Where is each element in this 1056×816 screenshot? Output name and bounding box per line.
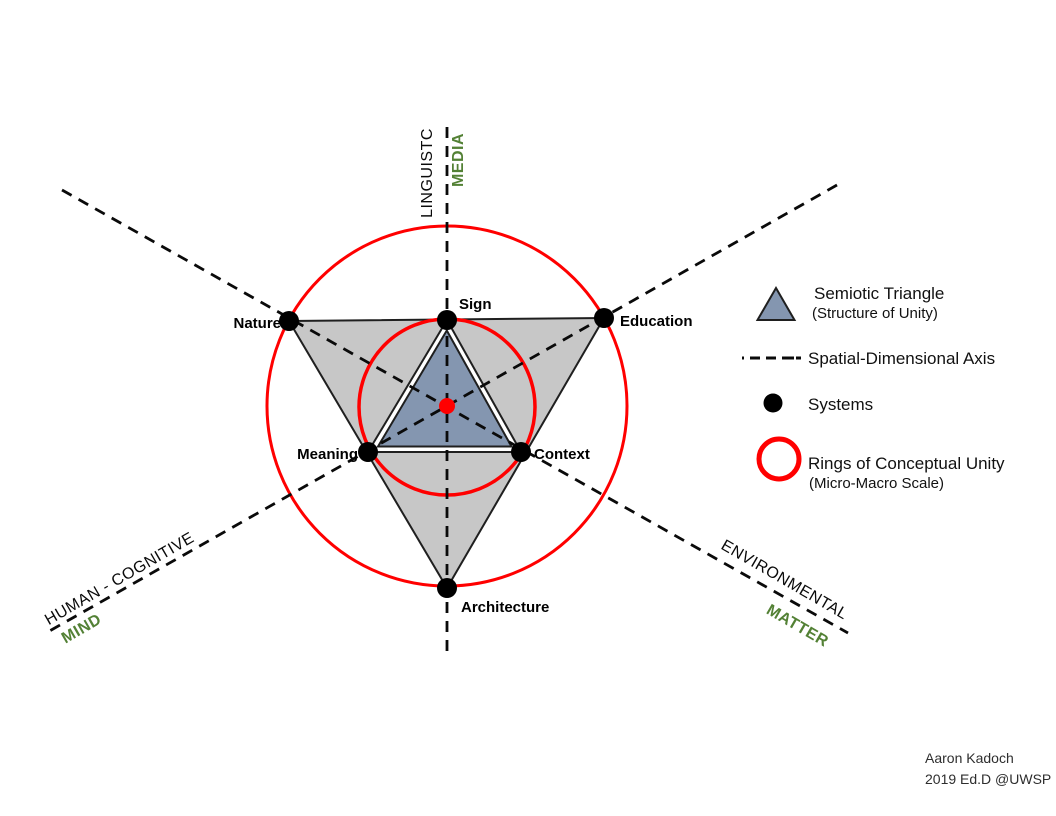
node-meaning — [358, 442, 378, 462]
legend-semiotic-triangle-subtitle: (Structure of Unity) — [812, 305, 938, 322]
node-sign — [437, 310, 457, 330]
axis-label-linguistic: LINGUISTC — [419, 128, 436, 218]
label-education: Education — [620, 313, 693, 330]
label-sign: Sign — [459, 296, 492, 313]
label-nature: Nature — [233, 315, 281, 332]
attribution-author: Aaron Kadoch — [925, 750, 1014, 766]
legend-semiotic-triangle-icon — [755, 286, 797, 321]
node-nature — [279, 311, 299, 331]
attribution-credentials: 2019 Ed.D @UWSP — [925, 771, 1051, 787]
legend-systems-title: Systems — [808, 395, 873, 414]
legend-axis-title: Spatial-Dimensional Axis — [808, 349, 995, 368]
legend-semiotic-triangle-title: Semiotic Triangle — [814, 284, 944, 303]
center-unity-dot — [439, 398, 455, 414]
legend-systems-dot-icon — [763, 393, 783, 413]
node-education — [594, 308, 614, 328]
legend: Semiotic Triangle (Structure of Unity) S… — [742, 284, 1005, 492]
node-context — [511, 442, 531, 462]
attribution: Aaron Kadoch 2019 Ed.D @UWSP — [925, 750, 1051, 787]
axis-line-nature-context — [61, 188, 849, 635]
label-architecture: Architecture — [461, 599, 549, 616]
axis-label-human-cognitive: HUMAN - COGNITIVE — [42, 529, 197, 628]
legend-rings-title: Rings of Conceptual Unity — [808, 454, 1005, 473]
node-architecture — [437, 578, 457, 598]
label-meaning: Meaning — [297, 446, 358, 463]
label-context: Context — [534, 446, 590, 463]
legend-rings-subtitle: (Micro-Macro Scale) — [809, 475, 944, 492]
legend-ring-icon — [756, 436, 802, 482]
axis-label-media: MEDIA — [450, 133, 467, 187]
